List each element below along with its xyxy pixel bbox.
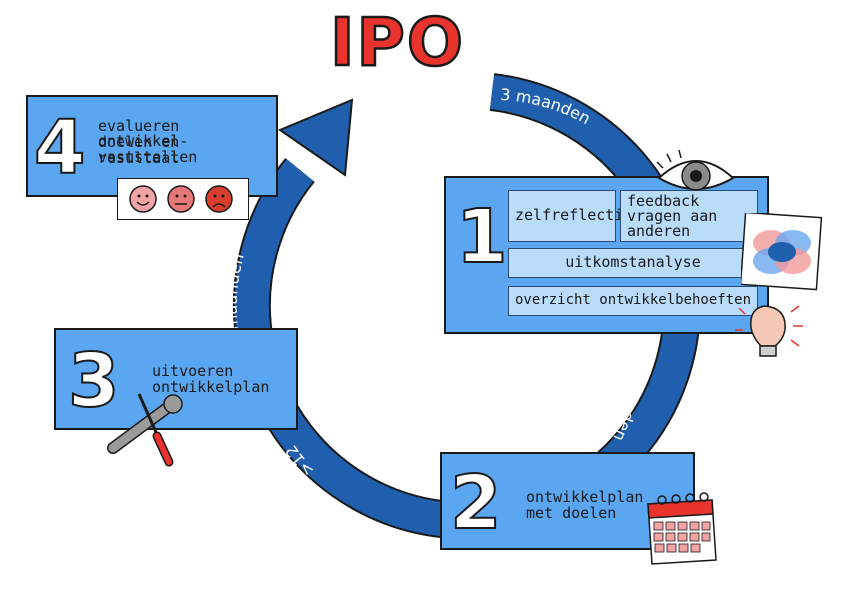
page-title: IPO — [329, 4, 466, 81]
step-4-line2: doelen en vaststellen — [98, 133, 198, 166]
step-2-line1: ontwikkelplan — [526, 488, 644, 506]
lightbulb-icon — [735, 305, 803, 357]
step-2-number: 2 — [449, 460, 502, 546]
venn-diagram-icon — [741, 213, 823, 291]
eye-icon — [656, 149, 735, 191]
happy-face-icon — [129, 185, 157, 213]
step-3-line1: uitvoeren — [152, 362, 234, 380]
subitem-uitkomstanalyse: uitkomstanalyse — [508, 248, 758, 278]
sad-face-icon — [205, 185, 233, 213]
step-4-line3: resultaat — [98, 149, 180, 167]
neutral-face-icon — [167, 185, 195, 213]
faces-strip — [117, 178, 249, 220]
calendar-icon — [647, 492, 717, 565]
subitem-feedback: feedback vragen aan anderen — [620, 190, 758, 242]
step-4-number: 4 — [33, 105, 86, 191]
step-2-line2: met doelen — [526, 504, 617, 522]
step-1-box: 1 zelfreflectie feedback vragen aan ande… — [444, 176, 769, 334]
step-3-number: 3 — [67, 338, 120, 424]
step-3-line2: ontwikkelplan — [152, 378, 270, 396]
cycle-arrowhead — [277, 98, 354, 177]
step-4-line1: evalueren ontwikkel- — [98, 117, 189, 150]
step-3-box: 3 uitvoeren ontwikkelplan — [54, 328, 298, 430]
tools-icon — [107, 393, 183, 467]
subitem-ontwikkelbehoeften: overzicht ontwikkelbehoeften — [508, 286, 758, 316]
step-4-box: 4 evalueren ontwikkel- doelen en vastste… — [26, 95, 278, 197]
step-1-number: 1 — [455, 194, 508, 280]
subitem-zelfreflectie: zelfreflectie — [508, 190, 632, 242]
